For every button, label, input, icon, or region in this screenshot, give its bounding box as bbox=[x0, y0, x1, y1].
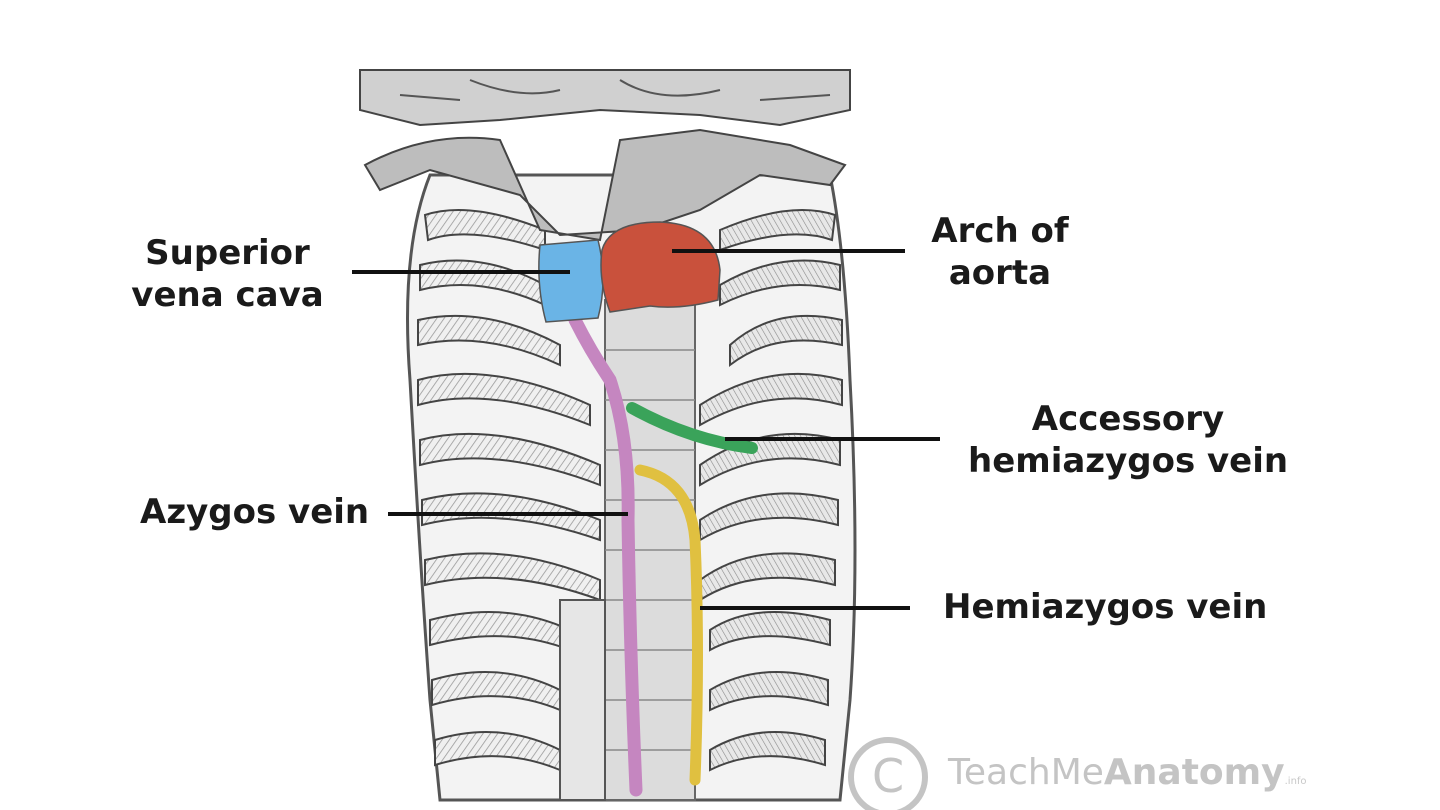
svg-text:C: C bbox=[872, 749, 904, 803]
watermark-brand-bold: Anatomy bbox=[1103, 752, 1285, 793]
accessory-label-line2: hemiazygos vein bbox=[968, 441, 1289, 481]
leader-lines bbox=[352, 249, 940, 610]
accessory-label-line1: Accessory bbox=[1031, 399, 1225, 439]
arch-of-aorta bbox=[600, 221, 721, 313]
watermark-brand-light: TeachMe bbox=[948, 752, 1104, 793]
label-hemiazygos-vein: Hemiazygos vein bbox=[943, 587, 1268, 627]
aorta-label-line2: aorta bbox=[948, 253, 1052, 293]
label-superior-vena-cava: Superior vena cava bbox=[130, 232, 325, 316]
label-accessory-hemiazygos-vein: Accessory hemiazygos vein bbox=[968, 398, 1288, 482]
svc-label-line2: vena cava bbox=[131, 275, 324, 315]
azygos-vein bbox=[568, 313, 643, 797]
label-arch-of-aorta: Arch of aorta bbox=[920, 210, 1080, 294]
watermark-copyright-icon: C bbox=[848, 737, 928, 810]
label-azygos-vein: Azygos vein bbox=[140, 492, 370, 532]
vessels bbox=[538, 221, 758, 797]
svc-label-line1: Superior bbox=[145, 233, 310, 273]
superior-vena-cava bbox=[538, 239, 604, 323]
accessory-hemiazygos-vein bbox=[626, 402, 758, 454]
aorta-label-line1: Arch of bbox=[931, 211, 1069, 251]
rib-cage-illustration bbox=[359, 69, 857, 802]
watermark-suffix: .info bbox=[1284, 776, 1307, 787]
watermark-brand: TeachMeAnatomy.info bbox=[948, 752, 1307, 793]
hemiazygos-vein bbox=[634, 464, 703, 786]
